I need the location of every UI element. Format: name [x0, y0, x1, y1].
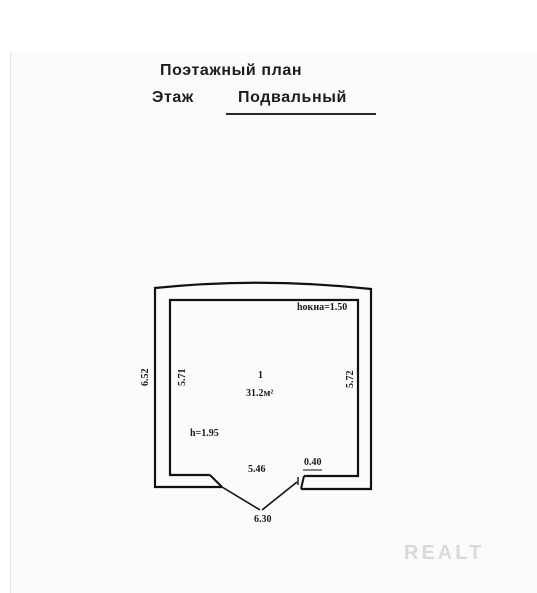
- dim-inner-right: 5.72: [345, 371, 356, 389]
- plan-sheet: [10, 52, 537, 593]
- door-swing-right: [261, 481, 298, 511]
- room-area: 31.2м²: [246, 388, 273, 399]
- dim-inner-left: 5.71: [177, 369, 188, 387]
- inner-wall: [168, 298, 360, 478]
- ceiling-height: h=1.95: [190, 428, 219, 439]
- floor-value-underline: [226, 113, 376, 115]
- door-jamb-left: [209, 474, 223, 488]
- dim-outer-bottom: 6.30: [254, 514, 272, 525]
- dim-outer-left: 6.52: [140, 369, 151, 387]
- plan-title: Поэтажный план: [160, 62, 303, 79]
- door-swing-left: [221, 486, 261, 511]
- floor-value: Подвальный: [238, 89, 347, 106]
- door-jamb-right: [300, 475, 305, 490]
- dim-inner-bottom: 5.46: [248, 464, 266, 475]
- dim-opening: 0.40: [304, 457, 322, 468]
- window-height-label: hокна=1.50: [297, 302, 347, 313]
- room-number: 1: [258, 370, 263, 381]
- outer-wall: [153, 281, 373, 491]
- realt-watermark: REALT: [404, 542, 485, 564]
- floor-label: Этаж: [152, 89, 194, 106]
